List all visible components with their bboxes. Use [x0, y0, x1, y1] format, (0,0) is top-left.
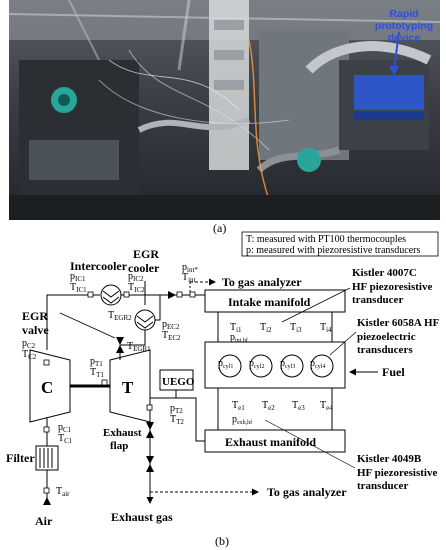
kistler-4007c-line3: transducer — [352, 294, 403, 306]
legend-box — [241, 231, 439, 257]
device-label-line1: Rapid prototyping — [374, 8, 434, 32]
fuel-label: Fuel — [382, 365, 405, 379]
sensor-pexhHF: pexh,hf — [232, 414, 252, 426]
kistler-6058a-line3: transducers — [357, 344, 413, 356]
uego-label: UEGO — [162, 376, 195, 388]
sensor-TEGR2: TEGR2 — [108, 310, 132, 322]
sensor-TEC2: TEC2 — [162, 330, 181, 342]
sensor-Tint: Tint — [182, 272, 196, 284]
sensor-Te2: Te2 — [262, 400, 275, 412]
intercooler-label: Intercooler — [70, 259, 128, 273]
sensor-TC2: TC2 — [22, 349, 37, 361]
sensor-Ti1: Ti1 — [230, 322, 242, 334]
legend-line1: T: measured with PT100 thermocouples — [246, 234, 406, 245]
sensor-pC1: pC1 — [58, 422, 72, 434]
sensor-Te3: Te3 — [292, 400, 305, 412]
kistler-6058a-line1: Kistler 6058A HF — [357, 317, 440, 329]
egr-cooler-label-2: cooler — [128, 261, 160, 275]
filter-label: Filter — [6, 451, 35, 465]
air-inlet-arrow — [43, 497, 51, 505]
air-label: Air — [35, 514, 53, 528]
sensor-pintHF: pint,hf — [230, 332, 248, 344]
kistler-4007c-line2: HF piezoresistive — [352, 281, 432, 293]
egr-valve-symbol — [116, 337, 124, 345]
egr-valve-label-1: EGR — [22, 309, 48, 323]
legend-line2: p: measured with piezoresistive transduc… — [246, 245, 420, 256]
sensor-pIC1: pIC1 — [70, 271, 86, 283]
exhaust-flap-label-2: flap — [110, 440, 128, 452]
sensor-TT1: TT1 — [90, 367, 104, 379]
cylinder-2 — [249, 354, 273, 378]
sensor-pT2: pT2 — [170, 403, 183, 415]
exhaust-manifold-label: Exhaust manifold — [225, 435, 316, 449]
kistler-4049b-line1: Kistler 4049B — [357, 453, 422, 465]
sensor-pcyl4: pcyl4 — [310, 358, 325, 370]
cylinder-3 — [280, 354, 304, 378]
sensor-Te4: Te4 — [320, 400, 333, 412]
to-gas-analyzer-top: To gas analyzer — [222, 275, 302, 289]
kistler-6058a-line2: piezoelectric — [357, 331, 416, 343]
rapid-prototyping-device-label: Rapid prototyping device — [369, 8, 439, 44]
sensor-TT2: TT2 — [170, 414, 184, 426]
compressor-block — [29, 349, 71, 423]
filter-block — [35, 445, 59, 471]
turbine-label: T — [122, 378, 134, 397]
sensor-pcyl2: pcyl2 — [249, 358, 264, 370]
sensor-Te1: Te1 — [232, 400, 245, 412]
photo-image — [9, 0, 440, 220]
engine-schematic-diagram: T: measured with PT100 thermocouples p: … — [6, 231, 440, 528]
sensor-pcyl3: pcyl3 — [280, 358, 295, 370]
cylinder-4 — [310, 354, 334, 378]
diagram-caption: (b) — [215, 534, 229, 548]
sensor-pT1: pT1 — [90, 356, 103, 368]
sensor-Tair: Tair — [56, 486, 70, 498]
sensor-TIC2: TIC2 — [128, 282, 145, 294]
exhaust-gas-label: Exhaust gas — [111, 510, 173, 524]
sensor-pEC2: pEC2 — [162, 319, 180, 331]
sensor-Ti2: Ti2 — [260, 322, 272, 334]
sensor-Ti3: Ti3 — [290, 322, 302, 334]
exhaust-flap-label-1: Exhaust — [103, 427, 142, 439]
device-label-line2: device — [387, 32, 421, 44]
kistler-4049b-line2: HF piezoresistive — [357, 467, 437, 479]
egr-cooler-symbol — [134, 309, 156, 331]
photo-caption: (a) — [213, 221, 227, 235]
intake-manifold-label: Intake manifold — [228, 295, 311, 309]
compressor-label: C — [41, 378, 53, 397]
sensor-pint: pint* — [182, 262, 198, 274]
sensor-pC2: pC2 — [22, 338, 36, 350]
exhaust-flap-symbol — [146, 422, 154, 430]
engine-test-bench-photo: Rapid prototyping device — [9, 0, 440, 220]
sensor-TC1: TC1 — [58, 433, 73, 445]
sensor-TIC1: TIC1 — [70, 282, 87, 294]
kistler-4049b-line3: transducer — [357, 480, 408, 492]
sensor-TEGR1: TEGR1 — [127, 341, 151, 353]
sensor-pIC2: pIC2 — [128, 271, 144, 283]
cylinder-1 — [218, 354, 242, 378]
egr-cooler-label-1: EGR — [133, 247, 159, 261]
kistler-4007c-line1: Kistler 4007C — [352, 267, 417, 279]
egr-valve-label-2: valve — [22, 323, 49, 337]
intercooler-symbol — [100, 284, 122, 306]
to-gas-analyzer-bottom: To gas analyzer — [267, 485, 347, 499]
sensor-pcyl1: pcyl1 — [218, 358, 233, 370]
sensor-Ti4: Ti4 — [320, 322, 332, 334]
